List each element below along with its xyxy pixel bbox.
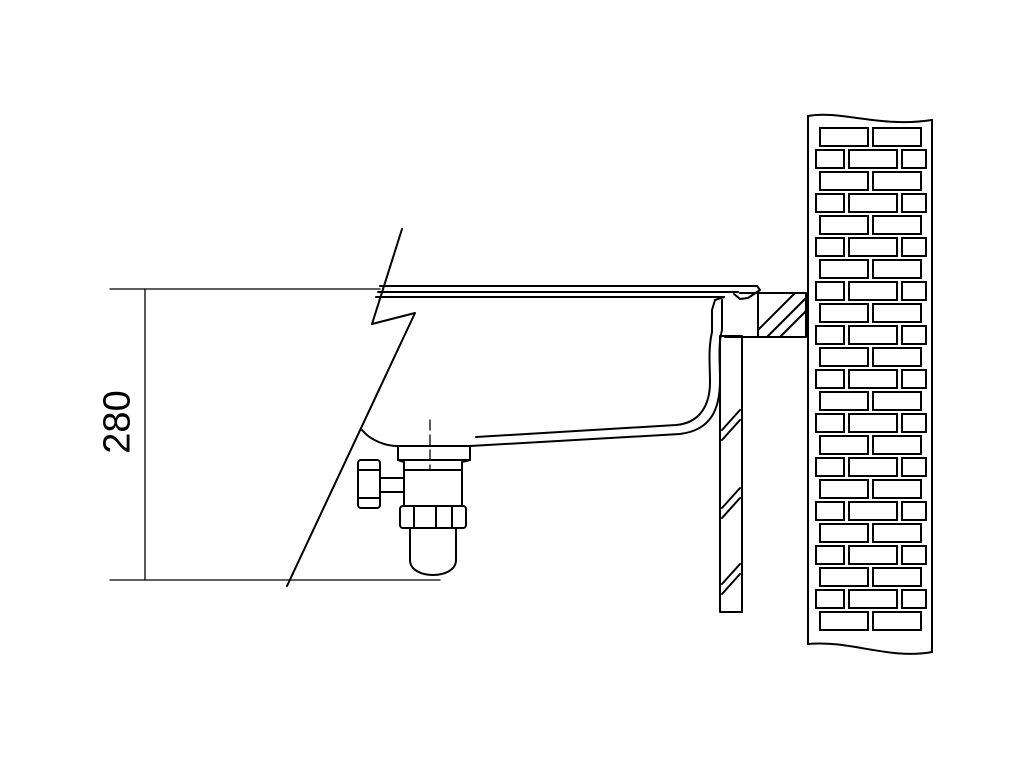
brick xyxy=(872,391,922,411)
brick xyxy=(815,325,845,345)
brick xyxy=(872,127,922,147)
brick xyxy=(815,413,845,433)
brick xyxy=(872,523,922,543)
brick xyxy=(848,149,898,169)
brick xyxy=(848,457,898,477)
overflow-connector xyxy=(357,459,405,509)
brick xyxy=(872,259,922,279)
brick-courses xyxy=(815,127,927,631)
brick xyxy=(901,589,927,609)
break-line xyxy=(286,228,416,587)
brick xyxy=(819,303,869,323)
brick xyxy=(819,259,869,279)
brick xyxy=(848,545,898,565)
brick xyxy=(848,589,898,609)
brick xyxy=(819,347,869,367)
brick xyxy=(819,523,869,543)
brick xyxy=(819,215,869,235)
brick xyxy=(901,237,927,257)
brick xyxy=(815,589,845,609)
brick xyxy=(848,369,898,389)
brick xyxy=(848,193,898,213)
brick xyxy=(848,281,898,301)
brick xyxy=(872,347,922,367)
brick xyxy=(815,501,845,521)
brick xyxy=(901,413,927,433)
sink-bowl xyxy=(361,299,723,447)
brick xyxy=(901,501,927,521)
brick xyxy=(901,457,927,477)
trap-nut xyxy=(399,505,467,529)
drain-outlet xyxy=(397,419,471,507)
brick xyxy=(848,237,898,257)
brick xyxy=(815,281,845,301)
brick xyxy=(819,435,869,455)
brick xyxy=(819,171,869,191)
worktop-section xyxy=(724,292,807,338)
brick xyxy=(819,391,869,411)
brick xyxy=(815,193,845,213)
brick-wall xyxy=(807,113,933,655)
brick xyxy=(901,369,927,389)
dimension-label-280: 280 xyxy=(96,390,139,454)
brick xyxy=(815,369,845,389)
brick xyxy=(872,435,922,455)
brick xyxy=(901,545,927,565)
brick xyxy=(848,413,898,433)
brick xyxy=(872,479,922,499)
brick xyxy=(872,567,922,587)
cabinet-side-panel xyxy=(719,335,743,613)
brick xyxy=(819,567,869,587)
brick xyxy=(848,325,898,345)
brick xyxy=(901,325,927,345)
brick xyxy=(819,611,869,631)
brick xyxy=(815,457,845,477)
brick xyxy=(872,171,922,191)
brick xyxy=(815,237,845,257)
height-dimension xyxy=(109,288,441,581)
brick xyxy=(901,281,927,301)
trap-bend xyxy=(409,527,457,576)
brick xyxy=(872,303,922,323)
brick xyxy=(815,149,845,169)
brick xyxy=(901,149,927,169)
brick xyxy=(848,501,898,521)
brick xyxy=(872,215,922,235)
sink-rim xyxy=(375,285,761,333)
brick xyxy=(819,479,869,499)
brick xyxy=(901,193,927,213)
brick xyxy=(815,545,845,565)
brick xyxy=(819,127,869,147)
brick xyxy=(872,611,922,631)
